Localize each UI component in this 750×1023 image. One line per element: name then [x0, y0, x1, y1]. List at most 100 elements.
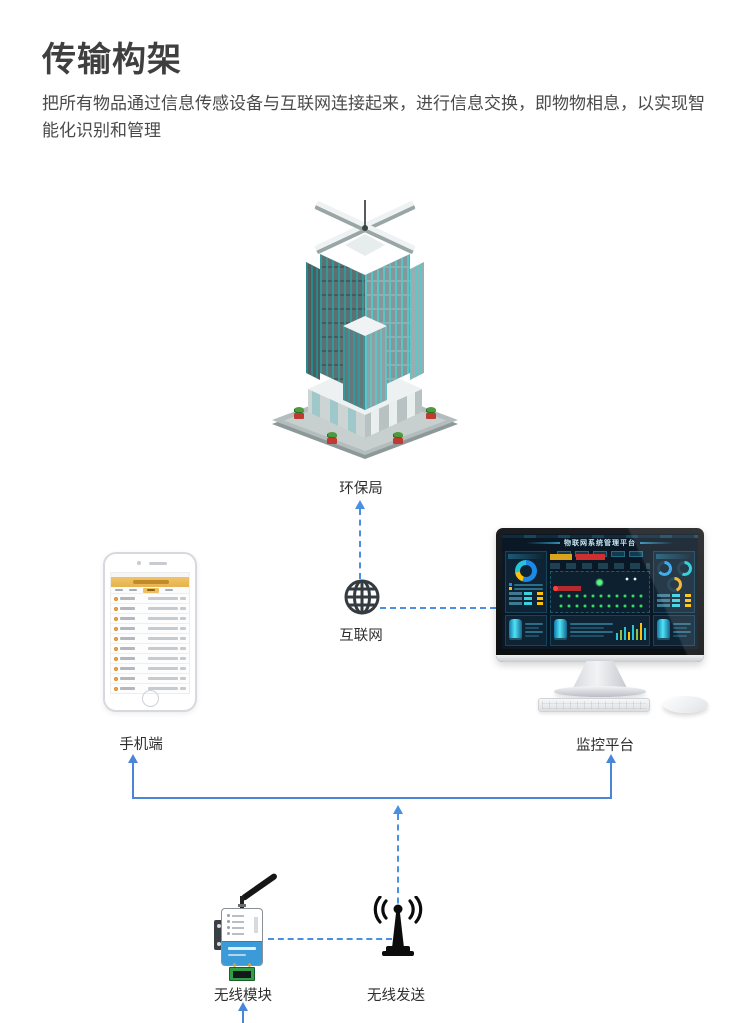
dashed-line-globe-building: [359, 509, 361, 579]
arrowhead-to-module: [238, 1002, 248, 1011]
arrowhead-from-antenna: [393, 805, 403, 814]
building-illustration: [270, 198, 462, 460]
dashboard-left-panel: [505, 551, 547, 613]
module-antenna-stub: [240, 896, 244, 909]
row-status-icon: [114, 616, 118, 621]
page-subtitle: 把所有物品通过信息传感设备与互联网连接起来，进行信息交换，即物物相息，以实现智能…: [42, 94, 705, 141]
donut-chart: [515, 560, 537, 582]
connector-horizontal: [132, 797, 612, 799]
module-mount-bracket: [214, 920, 223, 950]
module-pcb-connector: [229, 967, 255, 981]
planter: [393, 432, 403, 444]
connector-left-vertical: [132, 762, 134, 798]
gauge-yellow: [666, 577, 682, 592]
planter: [426, 407, 436, 419]
active-node-dot: [595, 578, 604, 587]
building-label: 环保局: [339, 481, 383, 497]
module-led: [227, 914, 262, 917]
building-column-top: [343, 316, 387, 336]
phone-table-row: [111, 594, 189, 604]
phone-table-rows: [111, 594, 189, 693]
planter: [327, 432, 337, 444]
phone-camera: [137, 561, 141, 565]
dashboard-right-bottom-panel: [653, 615, 695, 646]
monitor-label: 监控平台: [576, 738, 634, 754]
dashboard-title: 物联网系统管理平台: [502, 539, 698, 548]
internet-label: 互联网: [339, 628, 383, 644]
row-status-icon: [114, 666, 118, 671]
row-status-icon: [114, 606, 118, 611]
module-blue-panel: [222, 941, 262, 965]
module-side-slot: [254, 917, 258, 933]
idle-dots: [623, 577, 641, 581]
wireless-transmitter-icon: [373, 896, 423, 956]
green-led-grid: [555, 589, 646, 610]
building-wing-left: [306, 262, 320, 380]
row-status-icon: [114, 596, 118, 601]
row-status-icon: [114, 646, 118, 651]
row-status-icon: [114, 676, 118, 681]
phone-screen: [110, 572, 190, 694]
device-status-grid: [550, 571, 650, 613]
dashboard-top-decoration: [502, 535, 698, 538]
phone-table-row: [111, 684, 189, 693]
alert-chip: [576, 554, 605, 560]
tank-graphic: [657, 619, 670, 638]
dashed-line-antenna-up: [397, 814, 399, 914]
phone-table-row: [111, 644, 189, 654]
row-status-icon: [114, 636, 118, 641]
mouse-illustration: [663, 696, 708, 713]
phone-table-header: [111, 587, 189, 594]
module-led: [227, 932, 262, 935]
globe-icon: [344, 579, 380, 615]
building-crown-cap: [345, 234, 385, 256]
phone-table-row: [111, 674, 189, 684]
phone-table-row: [111, 614, 189, 624]
dashed-line-module-antenna: [268, 938, 392, 940]
phone-table-row: [111, 664, 189, 674]
connector-right-vertical: [610, 762, 612, 798]
module-antenna-nut: [238, 904, 246, 907]
arrowhead-to-building: [355, 500, 365, 509]
keyboard-illustration: [538, 698, 650, 712]
phone-statusbar: [111, 573, 189, 577]
planter: [294, 407, 304, 419]
tank-graphic: [509, 619, 522, 638]
dashed-line-globe-monitor: [380, 607, 496, 609]
row-status-icon: [114, 626, 118, 631]
dashboard-info-lines: [550, 563, 650, 569]
mini-bar-chart: [615, 621, 646, 640]
gauge-blue: [656, 561, 672, 576]
monitor-illustration: 物联网系统管理平台: [496, 528, 704, 662]
phone-label: 手机端: [119, 737, 163, 753]
wireless-module-illustration: [210, 868, 280, 981]
module-terminal-screws: [227, 963, 257, 967]
page-title: 传输构架: [42, 41, 182, 79]
phone-table-row: [111, 604, 189, 614]
gauge-cyan: [676, 561, 692, 576]
wireless-send-label: 无线发送: [367, 988, 425, 1004]
building-spire: [364, 200, 366, 230]
module-body: [221, 908, 263, 966]
monitor-base: [554, 686, 646, 697]
phone-speaker: [149, 562, 167, 565]
connector-module-bottom: [242, 1010, 244, 1023]
warning-chip: [550, 554, 572, 560]
module-antenna-arm: [240, 872, 279, 902]
phone-illustration: [103, 552, 197, 712]
dashboard-left-bottom-panel: [505, 615, 547, 646]
building-spire-joint: [362, 225, 368, 231]
dashboard-right-panel: [653, 551, 695, 613]
arrowhead-to-phone: [128, 754, 138, 763]
phone-table-row: [111, 634, 189, 644]
module-led: [227, 926, 262, 929]
row-status-icon: [114, 656, 118, 661]
building-column-right: [365, 326, 387, 410]
alert-badge: [553, 586, 581, 591]
module-label: 无线模块: [214, 988, 272, 1004]
phone-home-button: [142, 690, 159, 707]
row-status-icon: [114, 686, 118, 691]
phone-app-header: [111, 577, 189, 587]
dashboard-bottom-panel: [550, 615, 650, 646]
